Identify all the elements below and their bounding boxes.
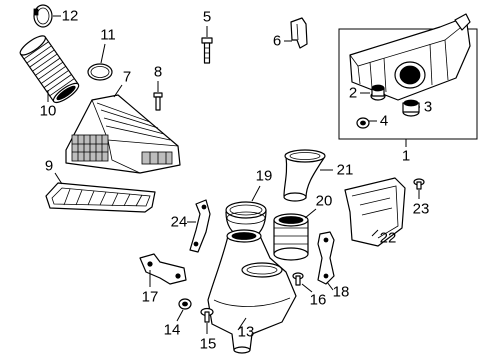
leader-line-7 [113, 84, 123, 98]
leader-line-11 [100, 43, 106, 64]
leader-line-14 [176, 309, 184, 322]
callout-12: 12 [62, 8, 79, 25]
grommet [370, 84, 386, 101]
clip [413, 178, 425, 190]
bolt [201, 37, 213, 64]
hose-clamp [33, 4, 53, 28]
callout-11: 11 [100, 27, 116, 44]
leader-line-13 [237, 317, 247, 331]
callout-19: 19 [256, 168, 273, 185]
coupling [273, 213, 309, 261]
callout-3: 3 [424, 99, 432, 116]
callout-13: 13 [238, 324, 255, 341]
callout-7: 7 [123, 69, 131, 86]
callout-14: 14 [164, 322, 181, 339]
leader-line-20 [304, 208, 317, 219]
callout-17: 17 [142, 289, 159, 306]
leader-line-16 [301, 283, 313, 293]
bracket [290, 17, 308, 49]
bracket-stay [189, 199, 211, 253]
leader-line-22 [371, 229, 379, 237]
nut-flange [178, 298, 192, 310]
grommet-large [402, 99, 420, 117]
bolt-flange [292, 272, 304, 286]
callout-8: 8 [154, 64, 162, 81]
leader-line-19 [251, 185, 261, 202]
intake-hose [19, 35, 80, 104]
bracket-mount [139, 253, 187, 285]
assembly-frame [338, 28, 478, 140]
air-cleaner-housing [349, 13, 471, 101]
nut [356, 117, 370, 129]
callout-24: 24 [171, 214, 188, 231]
callout-21: 21 [337, 162, 354, 179]
leader-line-18 [326, 281, 334, 291]
callout-5: 5 [203, 9, 211, 26]
bracket-support [317, 231, 335, 285]
callout-4: 4 [380, 113, 388, 130]
air-cleaner-cover [65, 94, 181, 174]
leader-line-9 [54, 172, 63, 185]
callout-22: 22 [380, 230, 397, 247]
callout-18: 18 [333, 284, 350, 301]
duct-connector [283, 149, 326, 202]
callout-23: 23 [413, 201, 430, 218]
bolt-short [200, 307, 214, 323]
callout-10: 10 [40, 103, 57, 120]
callout-1: 1 [402, 148, 410, 165]
duct-elbow [225, 201, 267, 237]
filter-element [45, 182, 156, 213]
callout-6: 6 [273, 33, 281, 50]
shield [344, 177, 406, 247]
bolt-small [153, 92, 163, 111]
callout-2: 2 [349, 85, 357, 102]
o-ring [87, 63, 113, 81]
callout-20: 20 [316, 193, 333, 210]
intake-duct [207, 229, 297, 354]
callout-16: 16 [310, 292, 327, 309]
callout-9: 9 [45, 158, 53, 175]
callout-15: 15 [200, 336, 217, 353]
